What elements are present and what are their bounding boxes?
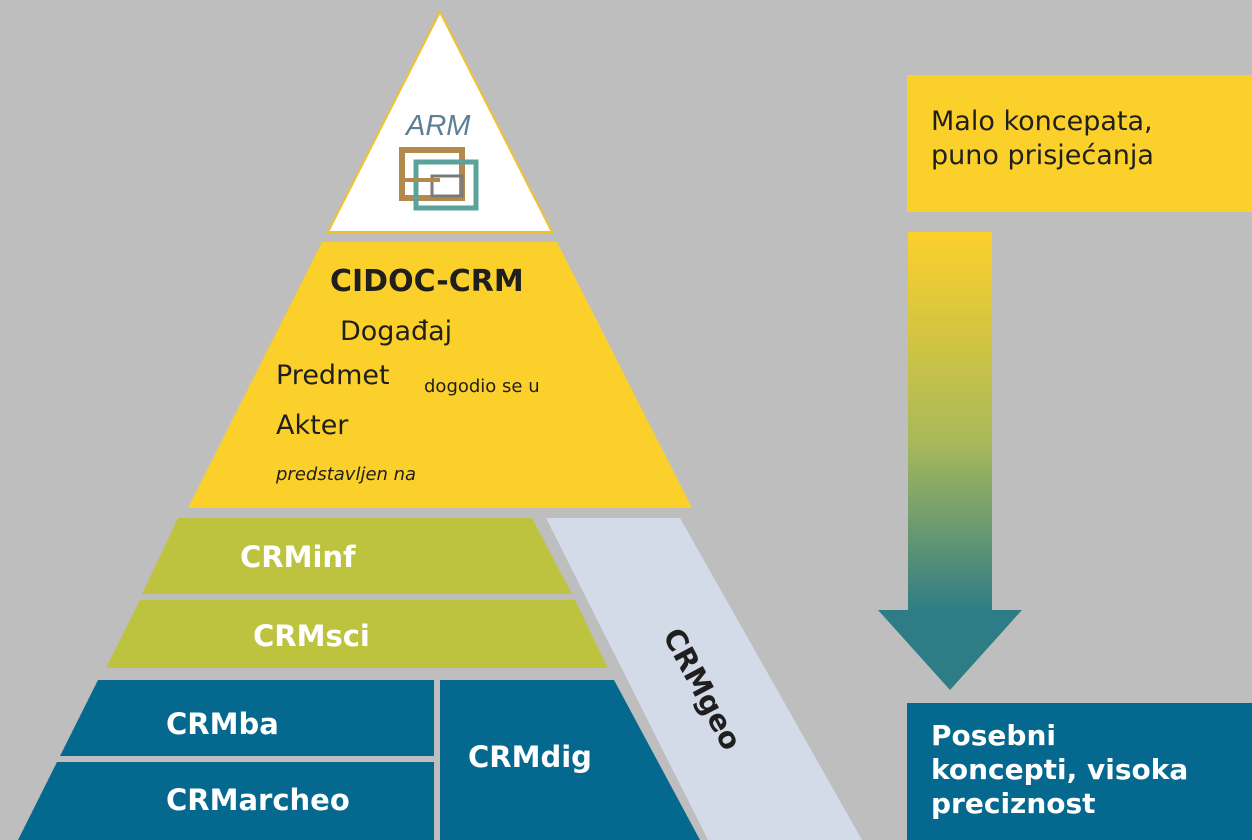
crmba-label: CRMba: [166, 707, 279, 741]
legend-bottom-line-1: Posebni: [931, 719, 1056, 752]
cidoc-represented-label: predstavljen na: [276, 464, 417, 485]
crmsci-layer: [106, 600, 608, 668]
crmarcheo-label: CRMarcheo: [166, 783, 350, 817]
cidoc-took-place-label: dogodio se u: [424, 376, 540, 397]
crminf-layer: [142, 518, 572, 594]
legend-bottom-line-2: koncepti, visoka: [931, 753, 1189, 786]
arm-logo-knot-icon: [399, 147, 479, 211]
cidoc-crm-title: CIDOC-CRM: [330, 264, 524, 299]
cidoc-crm-layer: [188, 242, 692, 508]
crmsci-label: CRMsci: [253, 619, 370, 653]
crmdig-layer: [440, 680, 700, 840]
apex-triangle: [326, 9, 554, 233]
crmba-layer: [60, 680, 434, 756]
cidoc-actor-label: Akter: [276, 410, 349, 441]
legend-top-line-2: puno prisjećanja: [931, 140, 1154, 171]
crmgeo-layer: [546, 518, 862, 840]
down-arrow-icon: [878, 232, 1022, 690]
crmarcheo-layer: [18, 762, 434, 840]
legend-bottom-line-3: preciznost: [931, 787, 1096, 820]
arm-logo-text: ARM: [406, 110, 471, 142]
crminf-label: CRMinf: [240, 540, 356, 574]
crmdig-label: CRMdig: [468, 740, 592, 774]
legend-top-box: Malo koncepata, puno prisjećanja: [907, 75, 1252, 212]
cidoc-event-label: Događaj: [340, 316, 453, 347]
cidoc-object-label: Predmet: [276, 360, 390, 391]
legend-bottom-box: Posebni koncepti, visoka preciznost: [907, 703, 1252, 840]
legend-top-line-1: Malo koncepata,: [931, 106, 1153, 137]
